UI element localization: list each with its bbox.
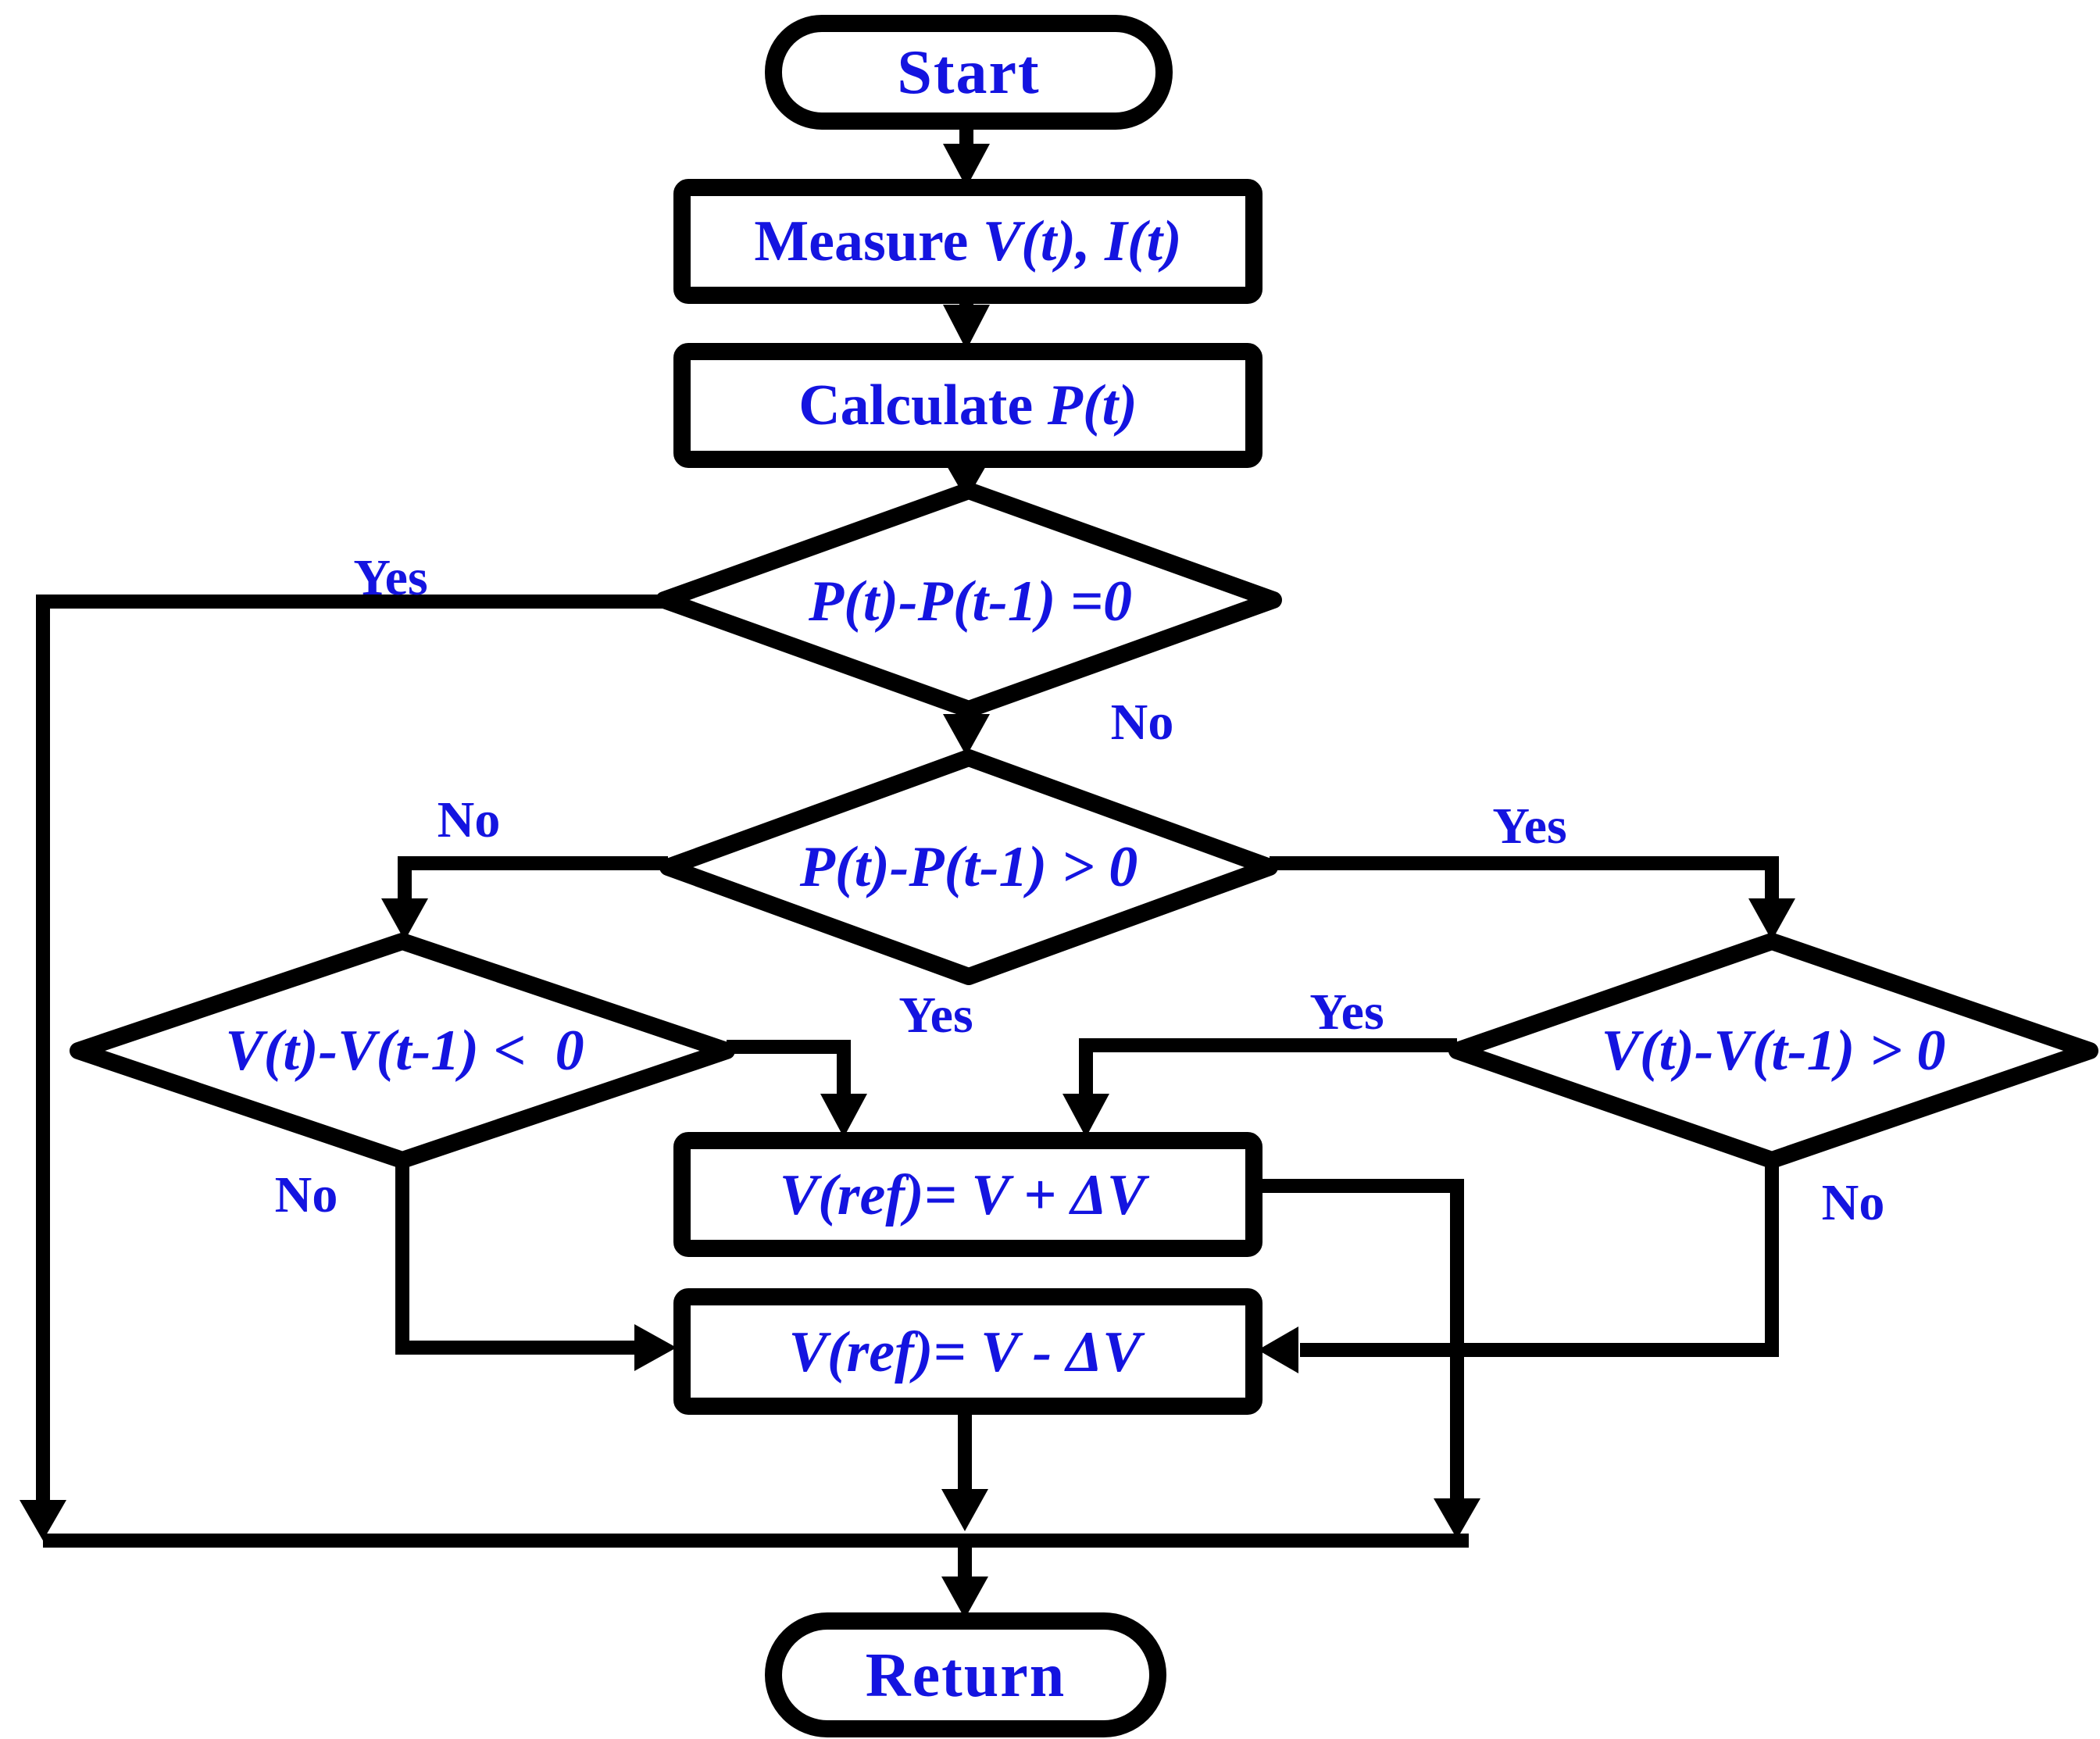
edge-label-voltage-positive-yes: Yes — [1309, 984, 1384, 1041]
arrowhead-down-icon — [943, 305, 990, 350]
decision-power-equal-label: P(t)-P(t-1) =0 — [808, 570, 1133, 634]
measure-process-box — [673, 179, 1262, 304]
calculate-process-box — [673, 343, 1262, 468]
edge-decision2-yes — [1270, 856, 1779, 900]
edge-decision1-yes-loop — [36, 595, 664, 1503]
decision-voltage-positive-diamond — [1448, 933, 2098, 1169]
decision-power-positive-diamond — [659, 749, 1278, 985]
increase-vref-process-box — [673, 1132, 1262, 1257]
decrease-vref-label: V(ref)= V - ΔV — [788, 1320, 1141, 1384]
arrowhead-right-icon — [634, 1324, 677, 1371]
arrowhead-down-icon — [941, 1489, 988, 1531]
calculate-label-math: P(t) — [1047, 373, 1138, 437]
arrowhead-down-icon — [943, 714, 990, 756]
arrowhead-down-icon — [1062, 1094, 1109, 1137]
return-label: Return — [865, 1641, 1066, 1710]
edge-label-voltage-positive-no: No — [1821, 1174, 1885, 1231]
measure-label: Measure V(t), I(t) — [754, 212, 1181, 270]
start-terminal — [765, 15, 1173, 130]
arrowhead-down-icon — [1434, 1498, 1480, 1539]
arrowhead-down-icon — [943, 459, 990, 500]
arrowhead-down-icon — [941, 1577, 988, 1619]
return-terminal — [765, 1612, 1166, 1737]
start-label: Start — [897, 38, 1041, 107]
edge-label-power-positive-no: No — [437, 791, 501, 848]
arrowhead-down-icon — [1748, 898, 1795, 941]
edge-decision2-no — [398, 856, 668, 900]
decision-power-equal-diamond — [655, 482, 1282, 718]
edge-voltpos-no — [1300, 1160, 1779, 1357]
calculate-label: Calculate P(t) — [798, 377, 1138, 434]
arrowhead-left-icon — [1258, 1327, 1298, 1373]
edge-increase-to-merge — [1254, 1179, 1464, 1502]
decision-voltage-negative-diamond — [70, 933, 735, 1169]
decision-voltage-positive-label: V(t)-V(t-1) > 0 — [1601, 1019, 1946, 1083]
edge-voltpos-yes — [1079, 1038, 1457, 1097]
edge-voltneg-yes — [727, 1040, 851, 1097]
arrowhead-down-icon — [20, 1500, 66, 1541]
edge-voltneg-no — [395, 1160, 636, 1355]
edge-label-voltage-negative-yes: Yes — [898, 987, 973, 1044]
decrease-vref-process-box — [673, 1288, 1262, 1415]
arrowhead-down-icon — [820, 1094, 867, 1137]
calculate-label-prefix: Calculate — [798, 373, 1048, 437]
edge-label-voltage-negative-no: No — [274, 1166, 338, 1223]
measure-label-math: V(t), I(t) — [982, 209, 1182, 273]
decision-voltage-negative-label: V(t)-V(t-1) < 0 — [225, 1019, 584, 1083]
increase-vref-label: V(ref)= V + ΔV — [779, 1163, 1146, 1227]
edge-label-power-equal-no: No — [1110, 694, 1174, 751]
decision-power-positive-label: P(t)-P(t-1) > 0 — [799, 835, 1138, 899]
measure-label-prefix: Measure — [754, 209, 983, 273]
edge-label-power-equal-yes: Yes — [353, 549, 428, 606]
arrowhead-down-icon — [381, 898, 428, 941]
arrowhead-down-icon — [943, 144, 990, 187]
edge-label-power-positive-yes: Yes — [1492, 798, 1567, 855]
